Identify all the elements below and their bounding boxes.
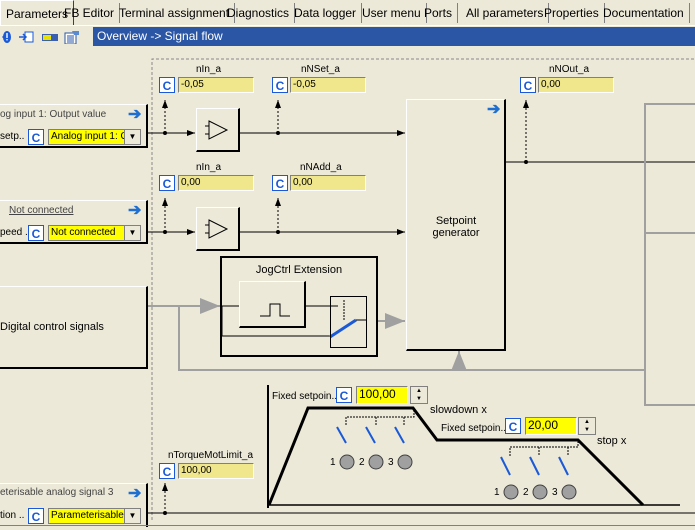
tab-bar: Parameters FB Editor Terminal assignment… (0, 0, 695, 26)
amplifier-icon (205, 219, 229, 239)
input-title: og input 1: Output value (0, 109, 107, 120)
pulse-icon (260, 303, 290, 317)
input-title: Not connected (9, 205, 74, 216)
frame-border (151, 58, 695, 520)
monitor-value: -0,05 (290, 77, 366, 93)
fixed-setpoint-label: Fixed setpoin.. (441, 423, 507, 434)
config-button[interactable]: C (28, 508, 44, 524)
config-button[interactable]: C (272, 77, 288, 93)
monitor-value: 0,00 (290, 175, 366, 191)
select-value: Analog input 1: Ou (51, 131, 134, 142)
goto-arrow-icon[interactable]: ➔ (128, 106, 142, 123)
tab-diagnostics[interactable]: Diagnostics (222, 3, 296, 23)
tab-user-menu[interactable]: User menu (357, 3, 427, 23)
chevron-down-icon[interactable]: ▼ (124, 130, 140, 144)
divider (0, 525, 695, 526)
tab-fb-editor[interactable]: FB Editor (59, 3, 121, 23)
digital-control-signals-panel[interactable]: Digital control signals (0, 286, 148, 369)
switch-number: 2 (359, 457, 365, 468)
goto-arrow-icon[interactable]: ➔ (128, 485, 142, 502)
tab-parameters[interactable]: Parameters (0, 0, 75, 25)
switch-block (330, 296, 367, 348)
monitor-label: nTorqueMotLimit_a (168, 450, 254, 461)
config-button[interactable]: C (505, 418, 521, 434)
spin-down-icon[interactable]: ▼ (584, 427, 590, 433)
spin-button[interactable]: ▲▼ (410, 386, 428, 404)
gain-block-2[interactable] (196, 207, 240, 251)
goto-arrow-icon[interactable]: ➔ (128, 202, 142, 219)
input-row-label: peed .. (0, 227, 31, 238)
block-title: Setpoint generator (432, 215, 480, 239)
chevron-down-icon[interactable]: ▼ (124, 509, 140, 523)
chevron-down-icon[interactable]: ▼ (124, 226, 140, 240)
input-panel-4: eterisable analog signal 3 ➔ tion .. C P… (0, 483, 148, 527)
gain-block-1[interactable] (196, 108, 240, 152)
jogctrl-extension-block[interactable]: JogCtrl Extension (220, 256, 378, 357)
switch-number: 3 (552, 487, 558, 498)
config-button[interactable]: C (272, 175, 288, 191)
tab-ports[interactable]: Ports (419, 3, 459, 23)
switch-number: 1 (494, 487, 500, 498)
keyboard-icon[interactable] (42, 30, 58, 44)
edit-properties-icon[interactable] (64, 30, 80, 44)
pulse-block (239, 281, 306, 328)
switch-number: 1 (330, 457, 336, 468)
config-button[interactable]: C (159, 463, 175, 479)
select-value: Not connected (51, 227, 116, 238)
ramp-profile (267, 406, 645, 507)
config-button[interactable]: C (159, 175, 175, 191)
ramp-caption: slowdown x (430, 404, 487, 416)
input-select[interactable]: Parameterisable a▼ (48, 508, 141, 524)
input-row-label: setp.. (0, 131, 25, 142)
input-panel-1: og input 1: Output value ➔ setp.. C Anal… (0, 104, 148, 148)
block-title: JogCtrl Extension (255, 264, 343, 276)
switch-number: 3 (388, 457, 394, 468)
monitor-label: nNOut_a (549, 64, 590, 75)
spin-down-icon[interactable]: ▼ (416, 396, 422, 402)
select-value: Parameterisable a (51, 510, 133, 521)
monitor-label: nNSet_a (301, 64, 340, 75)
goto-arrow-icon[interactable]: ➔ (487, 101, 501, 118)
config-button[interactable]: C (336, 387, 352, 403)
info-icon[interactable] (0, 30, 16, 44)
monitor-value: 100,00 (178, 463, 254, 479)
switch-number: 2 (523, 487, 529, 498)
signal-flow-diagram (147, 58, 695, 520)
spin-up-icon[interactable]: ▲ (416, 388, 422, 394)
tab-properties[interactable]: Properties (539, 3, 605, 23)
input-select[interactable]: Analog input 1: Ou▼ (48, 129, 141, 145)
config-button[interactable]: C (159, 77, 175, 93)
fixed-setpoint-input[interactable]: 20,00 (525, 417, 577, 435)
tab-documentation[interactable]: Documentation (598, 3, 690, 23)
config-button[interactable]: C (28, 225, 44, 241)
tab-terminal-assignment[interactable]: Terminal assignment (114, 3, 236, 23)
spin-button[interactable]: ▲▼ (578, 417, 596, 435)
monitor-label: nIn_a (196, 162, 222, 173)
input-select[interactable]: Not connected ▼ (48, 225, 141, 241)
monitor-value: 0,00 (538, 77, 614, 93)
monitor-label: nIn_a (196, 64, 222, 75)
setpoint-generator-block[interactable]: ➔ Setpoint generator (406, 99, 506, 351)
panel-title: Digital control signals (0, 321, 104, 333)
monitor-label: nNAdd_a (300, 162, 342, 173)
input-row-label: tion .. (0, 510, 25, 521)
breadcrumb: Overview -> Signal flow (93, 27, 695, 46)
tab-all-parameters[interactable]: All parameters (461, 3, 550, 23)
tab-data-logger[interactable]: Data logger (289, 3, 363, 23)
monitor-value: 0,00 (178, 175, 254, 191)
fixed-setpoint-label: Fixed setpoin.. (272, 391, 338, 402)
fixed-setpoint-input[interactable]: 100,00 (356, 386, 408, 404)
input-panel-2: Not connected ➔ peed .. C Not connected ▼ (0, 200, 148, 244)
import-icon[interactable] (18, 30, 34, 44)
amplifier-icon (205, 120, 229, 140)
input-title: eterisable analog signal 3 (0, 487, 114, 498)
ramp-caption: stop x (597, 435, 627, 447)
spin-up-icon[interactable]: ▲ (584, 419, 590, 425)
config-button[interactable]: C (520, 77, 536, 93)
config-button[interactable]: C (28, 129, 44, 145)
monitor-value: -0,05 (178, 77, 254, 93)
